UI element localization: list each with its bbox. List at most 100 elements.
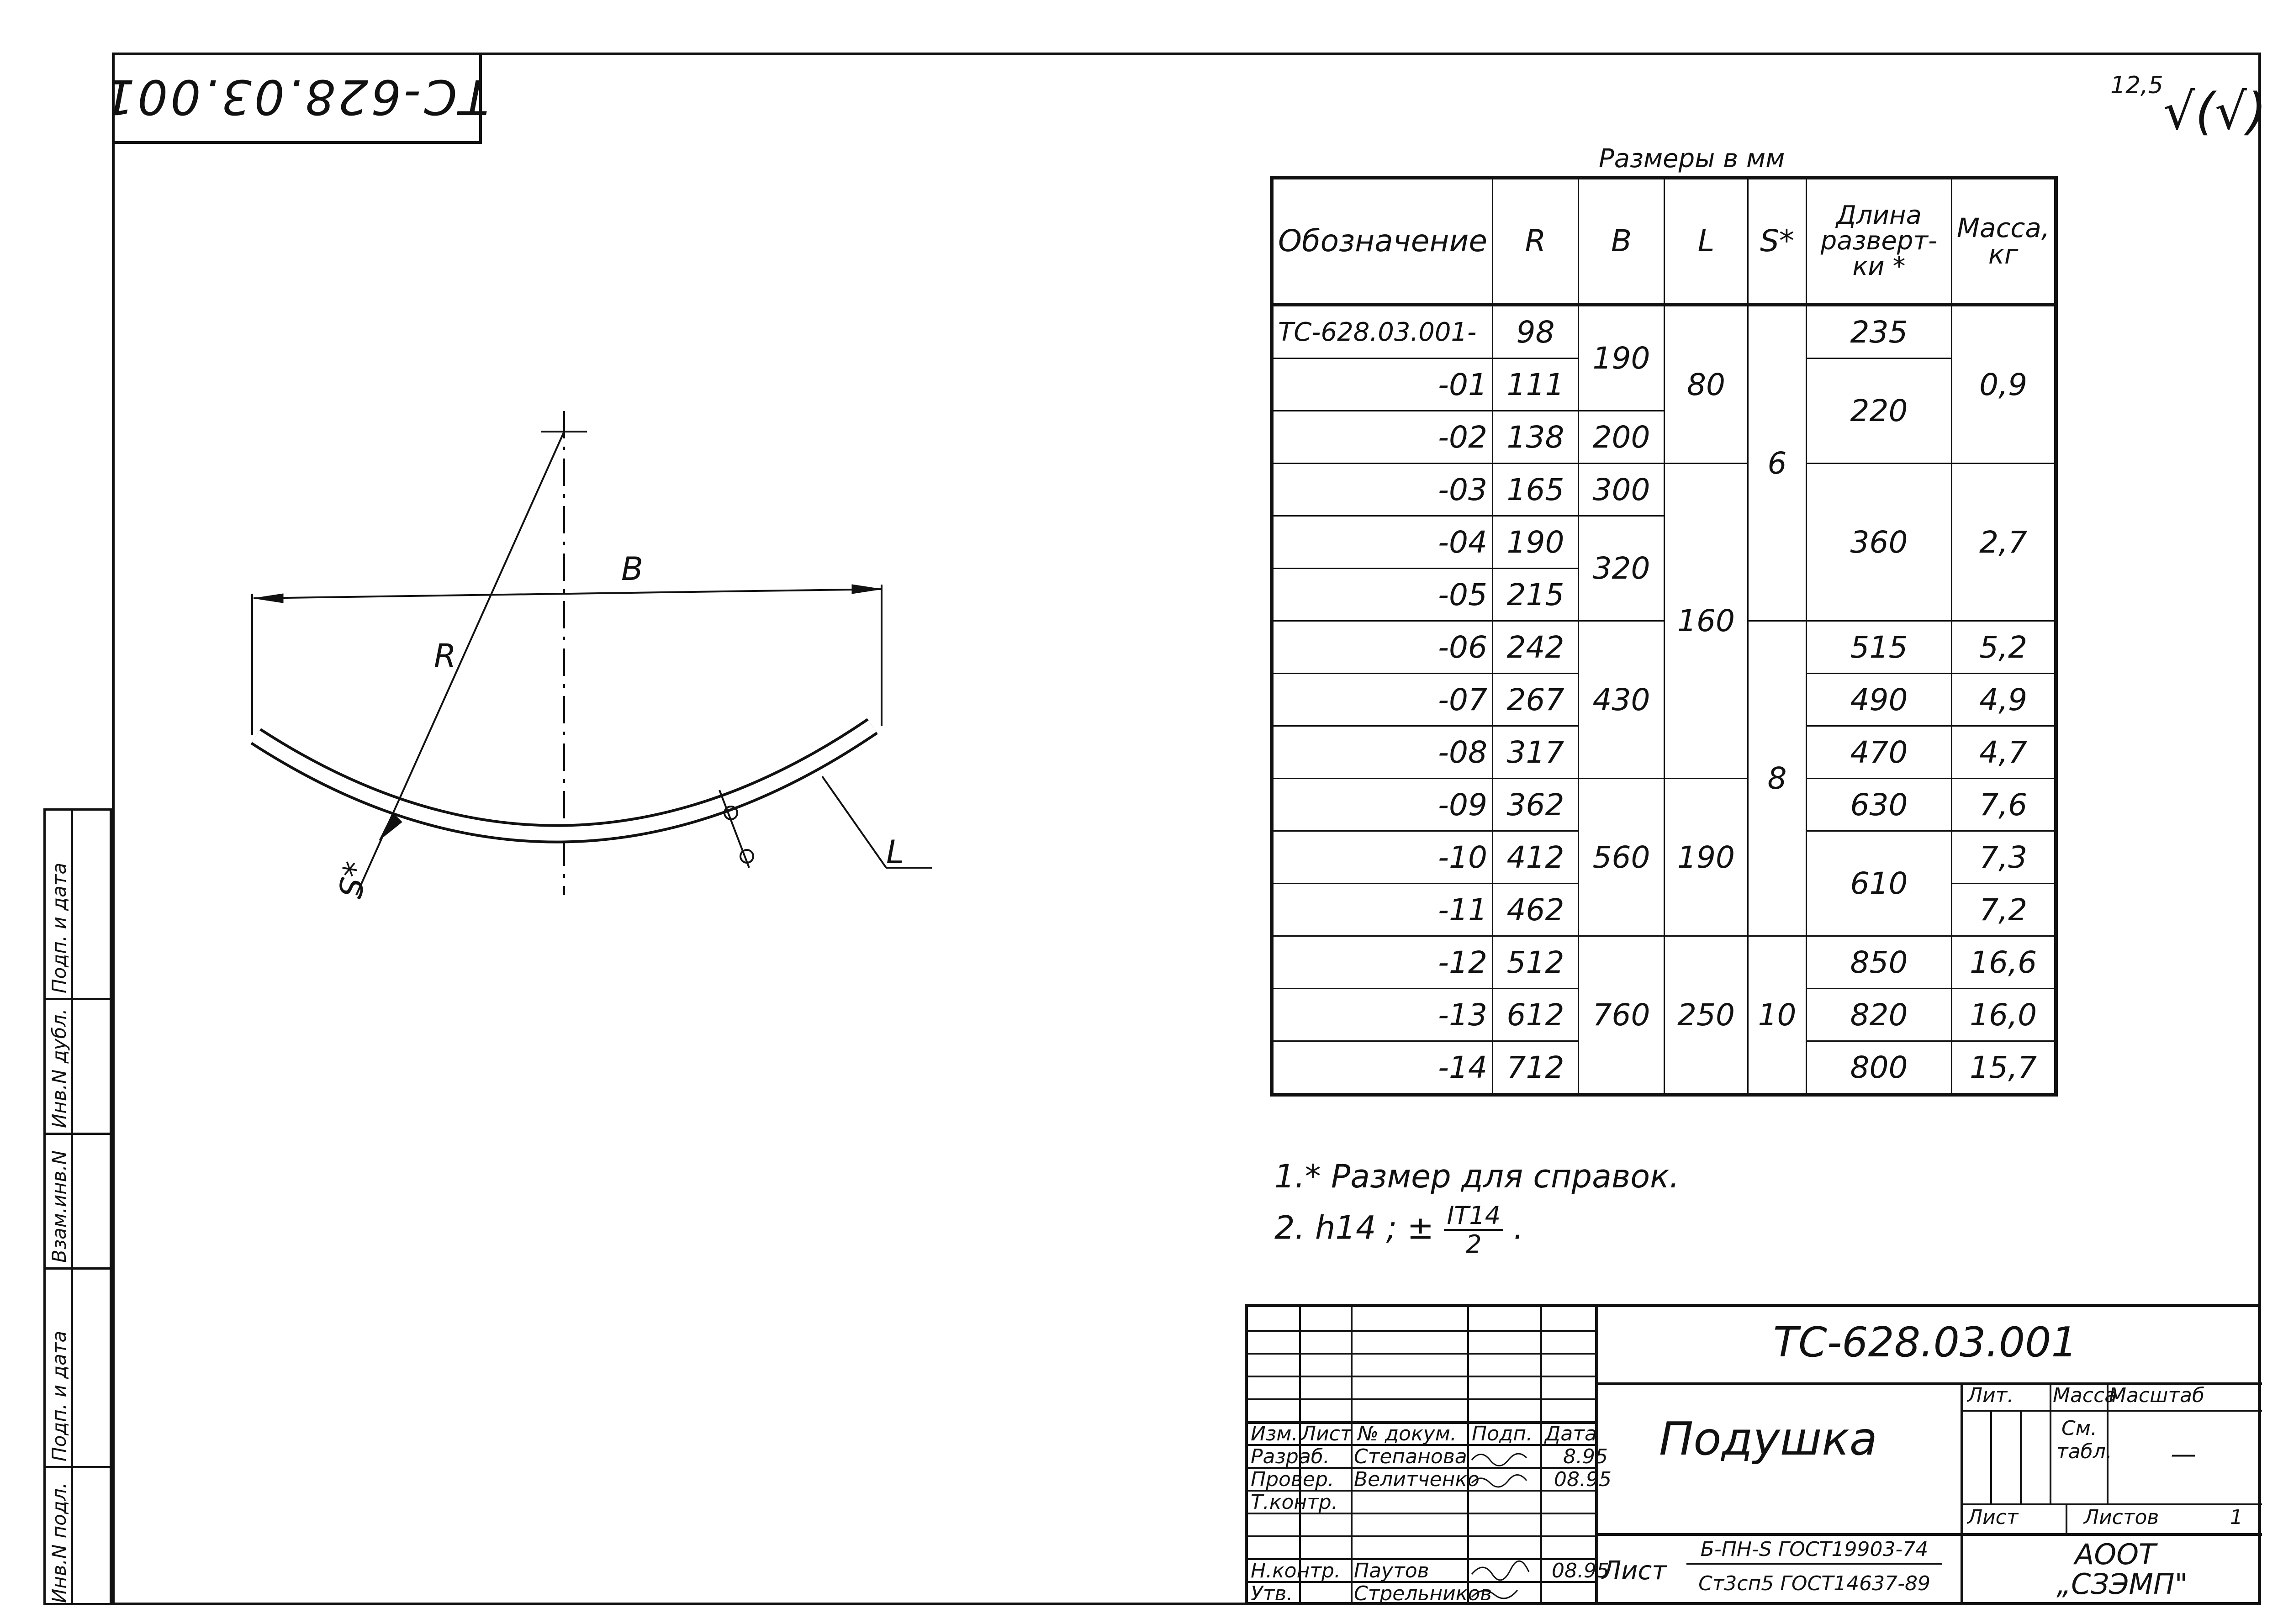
dim-B-arrow-right — [851, 584, 882, 594]
leader-L — [821, 775, 887, 869]
row-R: 138 — [1491, 410, 1579, 464]
cell-length: 820 — [1805, 988, 1952, 1042]
material-bottom: Ст3сп5 ГОСТ14637-89 — [1698, 1572, 1930, 1595]
note-2: 2. h14 ; ± IT14 2 . — [1274, 1202, 1680, 1258]
material-prefix: Лист — [1602, 1556, 1667, 1586]
table-units: Размеры в мм — [1599, 144, 1785, 174]
pad-arc-inner — [252, 720, 877, 841]
side-label-podp-data-top: Подп. и дата — [48, 862, 70, 993]
col-data: Дата — [1545, 1422, 1597, 1445]
fraction-denominator: 2 — [1466, 1230, 1482, 1259]
table-header-row: Обозначение R B L S* Длина разверт-ки * … — [1271, 176, 2057, 306]
row-R: 362 — [1491, 778, 1579, 832]
col-izm: Изм. — [1251, 1422, 1298, 1445]
cell-B: 190 — [1577, 304, 1665, 411]
row-designation: -03 — [1271, 463, 1493, 517]
roughness-mark: √(√) — [2163, 82, 2267, 141]
listov-value: 1 — [2230, 1506, 2243, 1529]
table-row: -07 267 490 4,9 — [1271, 673, 2057, 727]
spec-table: Обозначение R B L S* Длина разверт-ки * … — [1270, 176, 2058, 1097]
row-designation: -08 — [1271, 725, 1493, 779]
row-R: 215 — [1491, 568, 1579, 622]
row-designation: -10 — [1271, 830, 1493, 884]
cell-length: 630 — [1805, 778, 1952, 832]
row-R: 165 — [1491, 463, 1579, 517]
org-line-2: „СЗЭМП" — [2056, 1567, 2188, 1601]
table-row: -05 215 — [1271, 568, 2056, 622]
side-label-podp-data: Подп. и дата — [48, 1330, 70, 1461]
massa-value: См. табл. — [2056, 1417, 2112, 1463]
cell-length: 610 — [1805, 830, 1952, 937]
cell-length: 515 — [1805, 620, 1952, 674]
cell-B: 320 — [1577, 515, 1665, 622]
row-R: 412 — [1491, 830, 1579, 884]
table-row: -04 190 320 — [1271, 515, 2056, 622]
label-S: S* — [332, 859, 375, 901]
col-designation: Обозначение — [1271, 176, 1493, 306]
col-podp: Подп. — [1472, 1422, 1533, 1445]
list-label: Лист — [1967, 1506, 2019, 1529]
lit-label: Лит. — [1967, 1384, 2014, 1407]
col-length: Длина разверт-ки * — [1805, 176, 1952, 306]
cell-length: 360 — [1805, 463, 1952, 622]
rotated-code-stamp: ТС-628.03.001 — [102, 53, 489, 144]
cell-length: 470 — [1805, 725, 1952, 779]
prover-label: Провер. — [1251, 1468, 1334, 1491]
nkontr-name: Паутов — [1354, 1559, 1429, 1582]
cell-mass: 7,2 — [1950, 883, 2057, 937]
cell-mass: 5,2 — [1950, 620, 2057, 674]
row-R: 111 — [1491, 358, 1579, 411]
label-L: L — [886, 833, 904, 871]
row-designation: -14 — [1271, 1040, 1493, 1096]
col-B: B — [1577, 176, 1665, 306]
cell-L: 250 — [1663, 935, 1749, 1096]
razrab-name: Степанова — [1354, 1445, 1467, 1468]
cell-length: 235 — [1805, 304, 1952, 359]
col-mass: Масса, кг — [1950, 176, 2057, 306]
cell-S: 8 — [1747, 620, 1807, 937]
title-block: Изм. Лист № докум. Подп. Дата Разраб. Ст… — [1245, 1304, 2262, 1605]
cell-mass: 0,9 — [1950, 304, 2057, 464]
cell-L: 160 — [1663, 463, 1749, 779]
row-designation: -04 — [1271, 515, 1493, 569]
label-B: B — [621, 550, 643, 588]
cell-B: 300 — [1577, 463, 1665, 517]
row-designation: -12 — [1271, 935, 1493, 989]
cell-mass: 16,0 — [1950, 988, 2057, 1042]
col-R: R — [1491, 176, 1579, 306]
table-row: -11 462 7,2 — [1271, 883, 2057, 937]
cell-L: 190 — [1663, 778, 1749, 937]
razrab-date: 8.95 — [1563, 1445, 1608, 1468]
row-R: 98 — [1491, 304, 1579, 359]
table-row: -01 111 220 — [1271, 358, 2056, 464]
dim-B-arrow-left — [253, 593, 284, 603]
massa-label: Масса — [2053, 1384, 2117, 1407]
tb-part-name: Подушка — [1659, 1412, 1877, 1466]
table-row: -03 165 300 160 360 2,7 — [1271, 463, 2057, 779]
row-designation: -09 — [1271, 778, 1493, 832]
note-2-fraction: IT14 2 — [1444, 1202, 1504, 1259]
cell-B: 200 — [1577, 410, 1665, 464]
row-R: 190 — [1491, 515, 1579, 569]
section-circle-1 — [724, 806, 738, 820]
utv-name: Стрельников — [1354, 1582, 1492, 1605]
masshtab-value: — — [2171, 1439, 2196, 1469]
prover-name: Велитченко — [1354, 1468, 1480, 1491]
note-2-prefix: 2. h14 ; ± — [1274, 1209, 1434, 1247]
part-drawing: B R L S* — [250, 411, 932, 901]
table-row: -10 412 610 7,3 — [1271, 830, 2057, 937]
notes: 1.* Размер для справок. 2. h14 ; ± IT14 … — [1274, 1151, 1680, 1258]
col-L: L — [1663, 176, 1749, 306]
razrab-label: Разраб. — [1251, 1445, 1330, 1468]
table-row: -02 138 200 — [1271, 410, 2056, 464]
col-S: S* — [1747, 176, 1807, 306]
row-R: 267 — [1491, 673, 1579, 727]
side-label-inv-dubl: Инв.N дубл. — [48, 1008, 70, 1128]
row-R: 512 — [1491, 935, 1579, 989]
signatures — [1471, 1453, 1530, 1599]
side-label-vzam-inv: Взам.инв.N — [48, 1150, 70, 1263]
cell-mass: 16,6 — [1950, 935, 2057, 989]
section-mark — [719, 790, 750, 868]
row-designation: -07 — [1271, 673, 1493, 727]
cell-B: 560 — [1577, 778, 1665, 937]
